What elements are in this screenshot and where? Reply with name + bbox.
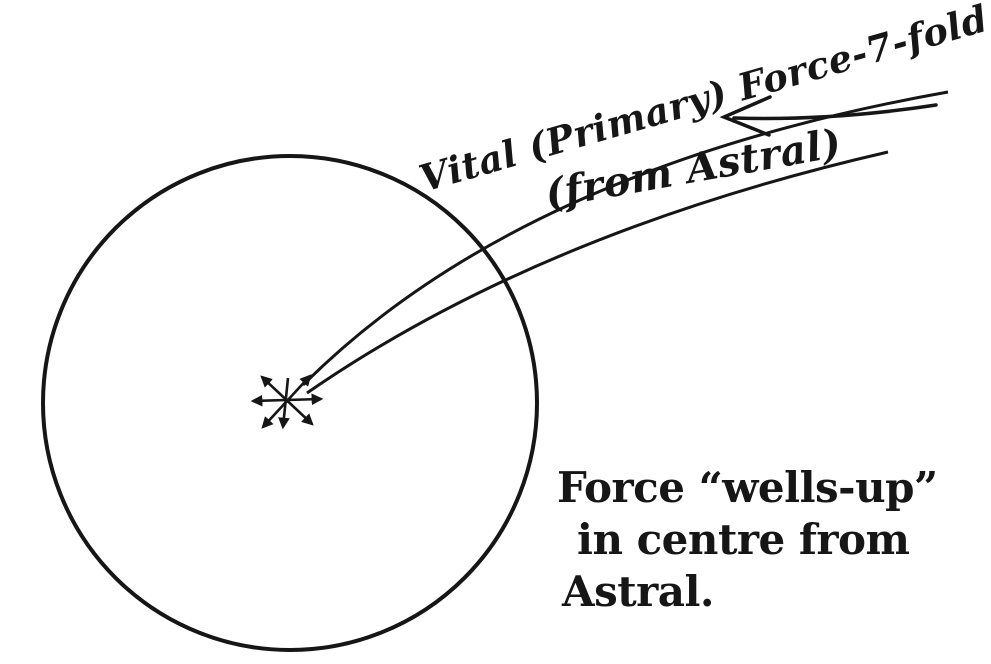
channel-lower-curve [306, 150, 889, 395]
caption-wells-up-line3: Astral. [561, 567, 714, 616]
sphere-circle [41, 154, 539, 652]
caption-wells-up-line1: Force “wells-up” [557, 463, 938, 512]
center-burst-icon [250, 374, 324, 430]
inflow-arrow-icon [719, 95, 938, 137]
caption-wells-up-line2: in centre from [577, 515, 910, 564]
